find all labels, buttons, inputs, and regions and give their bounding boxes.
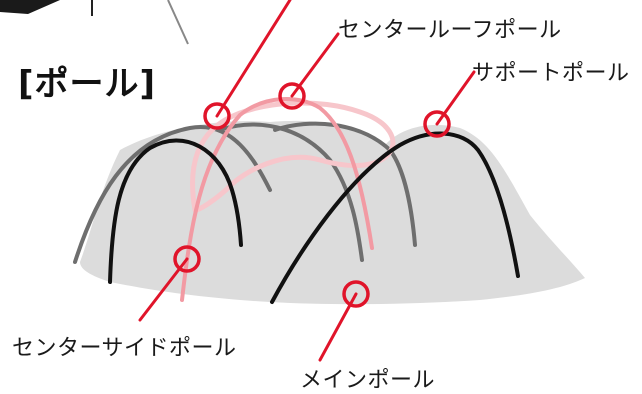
center-side-poles xyxy=(180,97,374,302)
label-center-side-pole: センターサイドポール xyxy=(12,336,237,361)
label-center-roof-pole: センタールーフポール xyxy=(338,18,562,43)
callout-circle-center-side xyxy=(173,245,201,273)
top-left-figure-fragment xyxy=(0,0,189,45)
callout-circle-main xyxy=(342,280,370,308)
label-support-pole: サポートポール xyxy=(472,61,630,86)
callout-circle-center-side-top xyxy=(203,102,231,130)
tent-body xyxy=(80,120,585,305)
callout-circle-center-roof xyxy=(278,82,306,110)
label-main-pole: メインポール xyxy=(300,368,436,393)
callout-circle-support xyxy=(423,110,451,138)
diagram-title: [ポール] xyxy=(18,64,157,104)
callout-circles xyxy=(173,82,451,308)
